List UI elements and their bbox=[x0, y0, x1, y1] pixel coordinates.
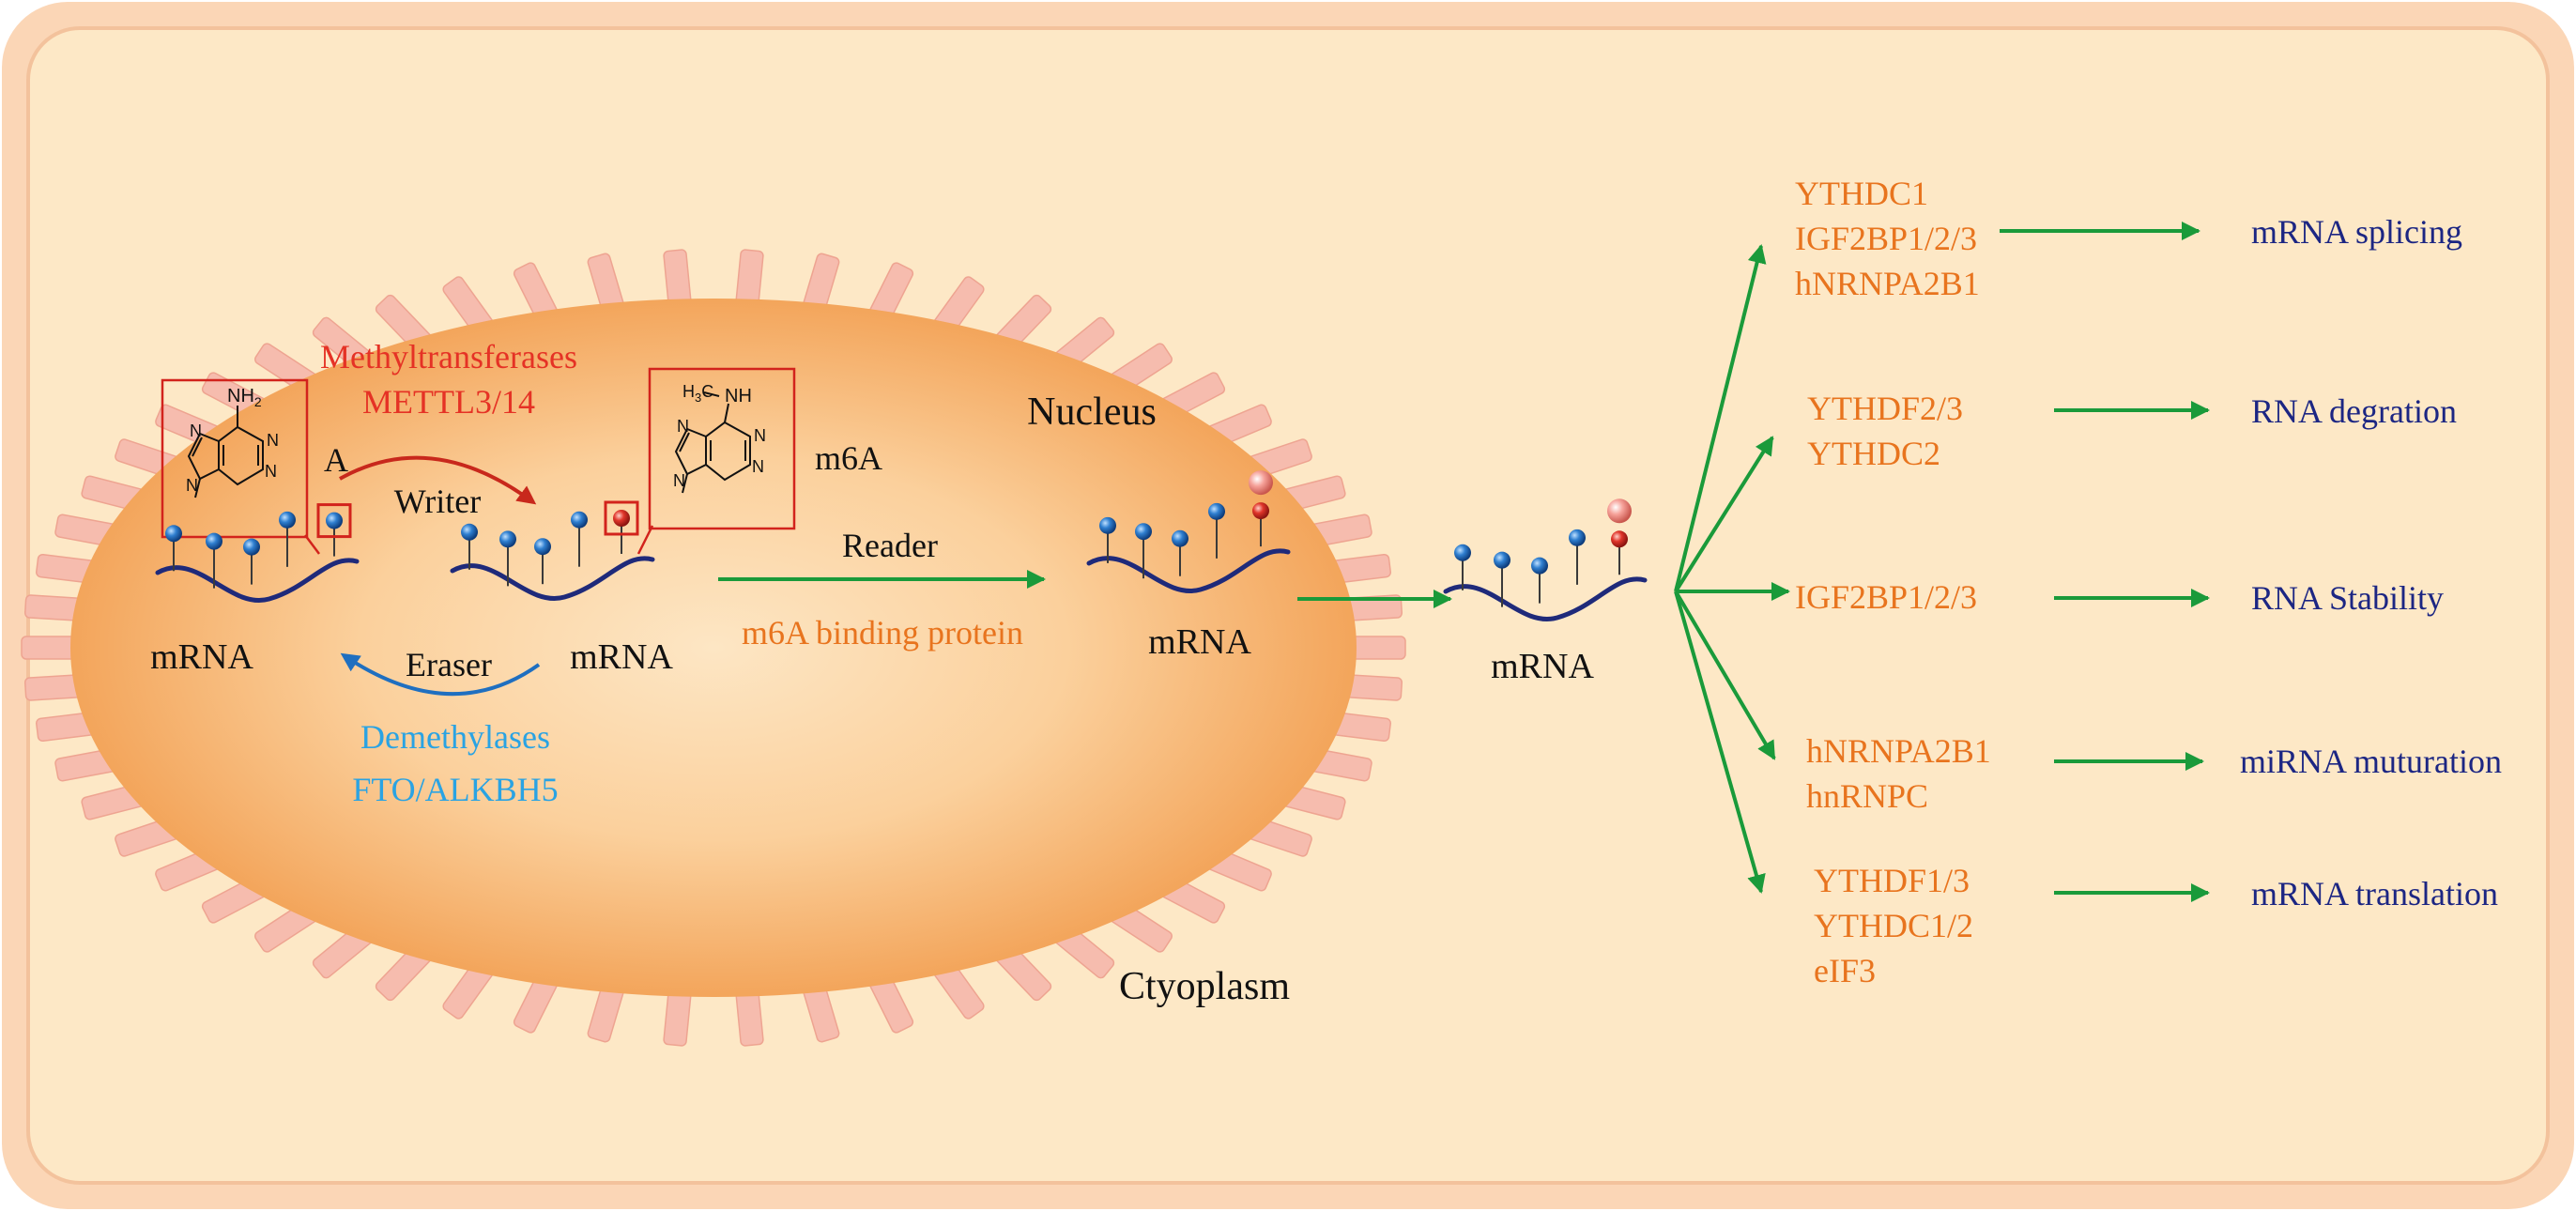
pathway-function-label: RNA degration bbox=[2251, 392, 2457, 430]
reader-protein-ball bbox=[1249, 470, 1273, 496]
base-a-label: A bbox=[324, 441, 348, 479]
adenosine-site bbox=[499, 530, 516, 548]
m6a-site bbox=[613, 510, 630, 528]
reader-protein-name: YTHDC1/2 bbox=[1814, 907, 1973, 944]
adenosine-site bbox=[1494, 551, 1510, 569]
adenosine-site bbox=[1454, 544, 1471, 561]
pathway-function-label: mRNA translation bbox=[2251, 875, 2498, 912]
pathway-function-label: RNA Stability bbox=[2251, 579, 2444, 617]
highlighted-site-box bbox=[316, 503, 352, 539]
mrna-modified-label: mRNA bbox=[570, 637, 673, 677]
m6a-site bbox=[1252, 502, 1269, 520]
svg-text:N: N bbox=[190, 422, 202, 440]
adenosine-site bbox=[1099, 516, 1116, 534]
reader-protein-name: hnRNPC bbox=[1806, 777, 1928, 815]
reader-protein-name: YTHDC1 bbox=[1795, 175, 1928, 212]
adenosine-site bbox=[1531, 557, 1548, 575]
m6a-structure: H3C NH N N N N bbox=[636, 367, 796, 555]
nucleus-label: Nucleus bbox=[1027, 391, 1157, 434]
adenosine-site bbox=[165, 525, 182, 543]
adenosine-site bbox=[534, 538, 551, 556]
mrna-strand bbox=[1086, 548, 1291, 593]
eraser-arrow bbox=[340, 652, 541, 697]
highlighted-site-box bbox=[604, 500, 639, 536]
mrna-strand bbox=[155, 558, 360, 603]
eraser-label: Eraser bbox=[406, 646, 492, 683]
reader-protein-name: YTHDF2/3 bbox=[1807, 390, 1963, 427]
reader-protein-name: eIF3 bbox=[1814, 952, 1876, 989]
writer-label: Writer bbox=[394, 483, 482, 520]
pathway-function-label: mRNA splicing bbox=[2251, 213, 2462, 251]
adenosine-site bbox=[206, 532, 222, 550]
m6a-site bbox=[1611, 530, 1628, 548]
adenosine-site bbox=[1172, 529, 1188, 547]
writer-arrow bbox=[339, 455, 537, 505]
adenosine-site bbox=[243, 538, 260, 556]
pathway-fan-arrow bbox=[1674, 436, 1774, 593]
svg-text:N: N bbox=[267, 431, 279, 450]
adenosine-site bbox=[461, 523, 478, 541]
reader-protein-name: hNRNPA2B1 bbox=[1806, 732, 1991, 770]
adenosine-site bbox=[326, 512, 343, 529]
pathway-fan-arrow bbox=[1674, 244, 1767, 592]
adenosine-site bbox=[1135, 523, 1152, 541]
adenosine-site bbox=[279, 511, 296, 529]
adenine-structure: NH2 N N N N bbox=[161, 378, 320, 555]
svg-text:N: N bbox=[186, 476, 198, 495]
mrna-bound-label: mRNA bbox=[1148, 622, 1251, 662]
reader-protein-name: IGF2BP1/2/3 bbox=[1795, 220, 1977, 257]
mrna-strand bbox=[1443, 576, 1648, 621]
reader-protein-name: YTHDC2 bbox=[1807, 435, 1940, 472]
cytoplasm-label: Ctyoplasm bbox=[1119, 965, 1290, 1008]
eraser-enzyme-genes: FTO/ALKBH5 bbox=[352, 771, 558, 808]
adenosine-site bbox=[571, 511, 588, 529]
reader-protein-name: YTHDF1/3 bbox=[1814, 862, 1970, 899]
mrna-strand bbox=[450, 556, 655, 601]
writer-enzyme-name: Methyltransferases bbox=[320, 338, 577, 376]
svg-text:N: N bbox=[677, 417, 689, 436]
reader-protein-name: IGF2BP1/2/3 bbox=[1795, 578, 1977, 616]
pathway-fan-arrow bbox=[1674, 590, 1776, 760]
svg-text:NH2: NH2 bbox=[227, 386, 262, 409]
pathway-fan-arrow bbox=[1674, 590, 1766, 894]
svg-text:H3C: H3C bbox=[682, 382, 713, 405]
writer-enzyme-genes: METTL3/14 bbox=[362, 383, 535, 421]
adenosine-site bbox=[1569, 529, 1586, 546]
pathway-function-label: miRNA muturation bbox=[2240, 743, 2502, 780]
adenosine-site bbox=[1208, 502, 1225, 520]
reader-label: Reader bbox=[842, 527, 938, 564]
mrna-unmodified-label: mRNA bbox=[150, 637, 253, 677]
svg-text:NH: NH bbox=[725, 386, 752, 406]
svg-text:N: N bbox=[754, 426, 766, 445]
svg-text:N: N bbox=[265, 462, 277, 481]
reader-protein-name: hNRNPA2B1 bbox=[1795, 265, 1980, 302]
mrna-layer bbox=[155, 470, 1648, 621]
nucleus bbox=[70, 299, 1357, 997]
eraser-enzyme-name: Demethylases bbox=[360, 718, 550, 756]
svg-text:N: N bbox=[752, 457, 764, 476]
reader-protein-label: m6A binding protein bbox=[742, 614, 1023, 651]
svg-text:N: N bbox=[673, 471, 685, 490]
base-m6a-label: m6A bbox=[815, 439, 882, 477]
mrna-exported-label: mRNA bbox=[1491, 647, 1594, 686]
reader-protein-ball bbox=[1607, 498, 1632, 524]
